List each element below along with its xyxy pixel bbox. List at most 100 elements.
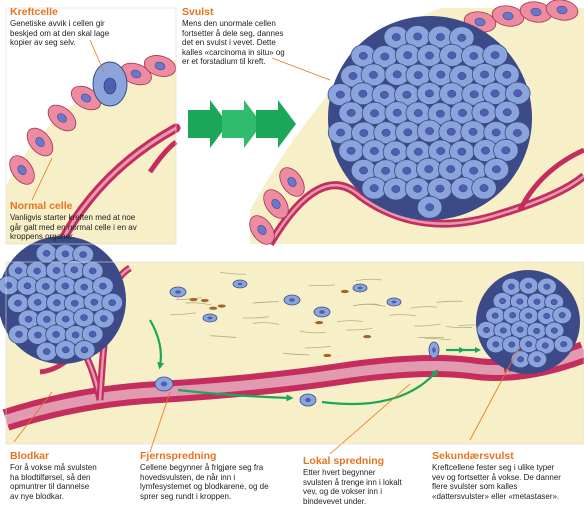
- tumor-cell: [471, 63, 498, 86]
- label-sekundaersvulst: Sekundærsvulst Kreftcellene fester seg i…: [432, 450, 582, 501]
- tumor-cell: [16, 276, 39, 296]
- tumor-cell: [26, 292, 49, 313]
- leader-normal-celle: [31, 157, 53, 201]
- migrating-cell: [299, 393, 317, 407]
- tumor-cell: [73, 277, 96, 297]
- migration-arrow: [177, 388, 294, 402]
- label-blodkar-title: Blodkar: [10, 450, 50, 462]
- tumor-cell: [427, 25, 454, 49]
- migrating-cell: [386, 297, 402, 307]
- label-blodkar-body: For å vokse må svulsten ha blodtilførsel…: [10, 463, 97, 501]
- label-lokal-spredning: Lokal spredning Etter hvert begynner svu…: [303, 455, 428, 506]
- progression-arrows: [188, 100, 296, 148]
- label-lokal-spredning-body: Etter hvert begynner svulsten å trenge i…: [303, 468, 402, 506]
- tumor-cell: [27, 325, 49, 345]
- normal-cell: [120, 62, 152, 86]
- tumor-cell: [502, 306, 523, 325]
- tumor-cell: [501, 277, 522, 296]
- label-blodkar: Blodkar For å vokse må svulsten ha blodt…: [10, 450, 130, 501]
- normal-cell: [263, 189, 289, 219]
- migration-arrow: [321, 369, 439, 406]
- tumor-cell: [518, 276, 539, 295]
- tumor-cell: [471, 176, 497, 200]
- tumor-cell: [404, 25, 431, 48]
- progression-arrow: [256, 100, 296, 148]
- leader-blodkar: [13, 391, 53, 443]
- tumor-cell: [383, 177, 409, 201]
- tumor-cell: [54, 244, 77, 264]
- tumor-cell: [404, 177, 431, 201]
- migrating-cell: [352, 283, 368, 293]
- tumor-cell: [416, 119, 443, 143]
- tumor-cell: [361, 176, 387, 200]
- panel-normal-cell: [6, 39, 181, 249]
- tumor-cell: [552, 306, 573, 325]
- tumor-cell: [361, 101, 388, 125]
- tumor-cell: [338, 101, 364, 125]
- tumor-cell: [505, 81, 531, 105]
- migrating-cell: [169, 286, 187, 298]
- tumor-cell: [92, 308, 115, 329]
- tumor-cell: [350, 44, 377, 68]
- tumor-cell: [81, 261, 104, 281]
- tumor-cell: [553, 335, 574, 354]
- normal-cell: [249, 215, 275, 245]
- tumor-cell: [405, 101, 432, 125]
- tumor-cell: [483, 121, 509, 144]
- leader-kreftcelle: [89, 39, 105, 73]
- tumor-cell: [350, 82, 376, 106]
- label-fjernspredning-title: Fjernspredning: [140, 450, 217, 462]
- tumor-cell: [394, 159, 420, 183]
- tumor-cell: [536, 307, 557, 325]
- tumor-cell: [405, 63, 431, 87]
- tumor-cell: [17, 309, 40, 329]
- tumor-cell: [544, 321, 565, 340]
- tumor-cell: [382, 140, 409, 164]
- tumor-cell: [510, 350, 531, 369]
- tumor-cell: [0, 275, 20, 296]
- tumor-cell: [518, 335, 539, 354]
- tumor-cell: [494, 100, 521, 124]
- label-kreftcelle-title: Kreftcelle: [10, 6, 58, 18]
- normal-cell: [491, 5, 525, 27]
- tumor-cell: [327, 83, 354, 107]
- normal-cell: [545, 0, 579, 21]
- panel1-tissue: [6, 60, 176, 244]
- label-svulst-title: Svulst: [182, 6, 214, 18]
- tumor-cell: [494, 63, 520, 87]
- tumor-cell: [7, 260, 30, 281]
- tumor-cell: [461, 44, 487, 68]
- migrating-cell: [232, 279, 248, 289]
- leader-fjernspredning: [149, 391, 171, 453]
- primary-tumor: [0, 236, 126, 364]
- progression-arrow: [222, 100, 262, 148]
- label-sekundaersvulst-title: Sekundærsvulst: [432, 450, 514, 462]
- tumor-cell: [537, 277, 557, 296]
- tumor-cell: [8, 324, 30, 345]
- tumor-cell: [72, 244, 95, 265]
- tumor-mass: [327, 16, 532, 220]
- tumor-cell: [427, 177, 453, 201]
- tumor-cell: [427, 139, 454, 163]
- label-fjernspredning: Fjernspredning Cellene begynner å frigjø…: [140, 450, 290, 501]
- label-sekundaersvulst-body: Kreftcellene fester seg i ulike typer ve…: [432, 463, 561, 501]
- tumor-cell: [438, 120, 464, 144]
- tumor-cell: [340, 64, 366, 88]
- tumor-cell: [544, 293, 565, 311]
- tumor-cell: [501, 335, 522, 354]
- tumor-cell: [427, 102, 454, 126]
- tumor-cell: [372, 159, 399, 183]
- tumor-cell: [83, 292, 106, 312]
- label-svulst: Svulst Mens den unormale cellen fortsett…: [182, 6, 322, 67]
- label-normal-celle-title: Normal celle: [10, 200, 73, 212]
- tumor-cell: [460, 120, 486, 144]
- tumor-cell: [485, 306, 506, 325]
- tumor-cell: [449, 101, 476, 125]
- tumor-cell: [509, 292, 530, 311]
- tumor-cell: [7, 293, 29, 313]
- tumor-cell: [482, 82, 508, 105]
- tumor-cell: [416, 82, 443, 105]
- label-lokal-spredning-title: Lokal spredning: [303, 455, 385, 467]
- tumor-cell: [437, 157, 464, 181]
